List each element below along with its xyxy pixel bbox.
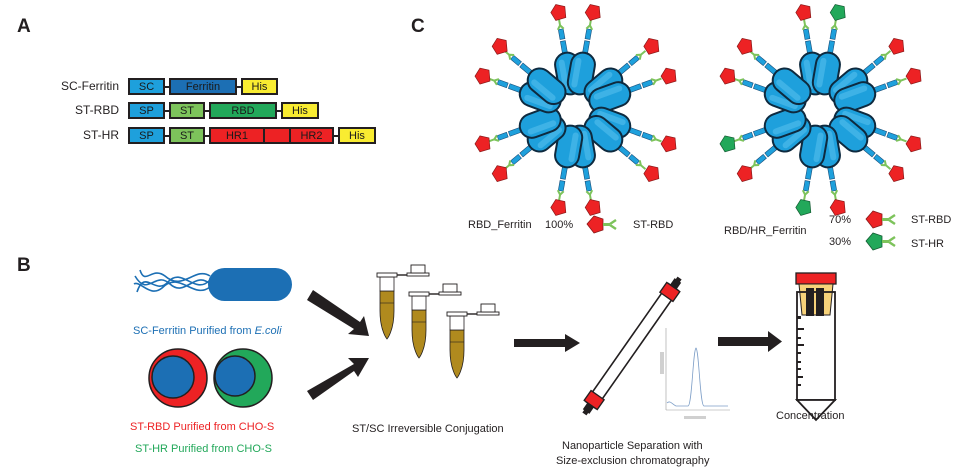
- domain-st: ST: [169, 102, 205, 119]
- arrow-to-sec: [514, 334, 580, 352]
- domain-his: His: [241, 78, 278, 95]
- ecoli-caption: SC-Ferritin Purified from E.coli: [133, 325, 282, 337]
- panel-c-label: C: [411, 16, 425, 37]
- conjugated-ligand: [474, 67, 524, 94]
- conjugated-ligand: [626, 67, 677, 94]
- rbd-percent: 70%: [829, 214, 852, 226]
- hr-percent: 30%: [829, 236, 852, 248]
- domain-st: ST: [169, 127, 205, 144]
- domain-linker: [334, 135, 338, 137]
- microcentrifuge-tube: [376, 264, 430, 340]
- ecoli-species: E.coli: [254, 325, 282, 337]
- domain-hr1: HR1: [209, 127, 265, 144]
- conjugated-ligand: [581, 4, 601, 56]
- domain-hr2: HR2: [289, 127, 334, 144]
- construct-label: SC-Ferritin: [60, 79, 119, 93]
- ferritin-subunit: [771, 67, 812, 106]
- microcentrifuge-tube: [408, 283, 462, 359]
- conjugated-ligand: [826, 4, 846, 56]
- conjugated-ligand: [719, 67, 769, 94]
- conjugated-ligand: [795, 164, 814, 216]
- conjugation-caption: ST/SC Irreversible Conjugation: [352, 423, 504, 435]
- st-rbd-legend-icon: [586, 215, 617, 234]
- panel-a-label: A: [17, 16, 31, 37]
- workflow-diagram: [133, 264, 838, 422]
- domain-sp: SP: [128, 102, 165, 119]
- ecoli-caption-text: SC-Ferritin Purified from: [133, 325, 255, 337]
- arrow-to-concentration: [718, 331, 782, 352]
- domain-linker: [277, 110, 281, 112]
- chromatogram-inset: [660, 328, 730, 419]
- sec-caption-line2: Size-exclusion chromatography: [556, 455, 710, 467]
- rbd-ferritin-ligand: ST-RBD: [633, 219, 674, 231]
- domain-ferritin: Ferritin: [169, 78, 237, 95]
- conjugated-ligand: [826, 164, 846, 216]
- ecoli-icon: [133, 268, 292, 301]
- conjugated-ligand: [795, 4, 814, 56]
- concentration-caption: Concentration: [776, 410, 845, 422]
- rbd-hr-ferritin-label: RBD/HR_Ferritin: [724, 225, 807, 237]
- rbd-ferritin-percent: 100%: [545, 219, 574, 231]
- domain-linker: [165, 135, 169, 137]
- rbd-hr-ferritin-particle: [719, 4, 922, 216]
- rbd-caption: ST-RBD Purified from CHO-S: [130, 421, 275, 433]
- hr-caption: ST-HR Purified from CHO-S: [135, 443, 272, 455]
- domain-his: His: [338, 127, 376, 144]
- construct-label: ST-RBD: [74, 103, 119, 117]
- ferritin-nanoparticles: [474, 4, 922, 216]
- domain-linker: [205, 135, 209, 137]
- domain-linker: [205, 110, 209, 112]
- domain-hr-spacer: [263, 127, 291, 144]
- construct-label: ST-HR: [83, 128, 119, 142]
- particle-core: [562, 97, 588, 123]
- domain-sc: SC: [128, 78, 165, 95]
- conjugated-ligand: [719, 126, 769, 153]
- st-hr-ligand: ST-HR: [911, 238, 944, 250]
- sec-column-icon: [582, 276, 682, 416]
- conjugated-ligand: [626, 126, 677, 153]
- panel-b-label: B: [17, 255, 31, 276]
- conjugated-ligand: [871, 126, 922, 153]
- conjugated-ligand: [550, 164, 569, 216]
- st-hr-legend-icon: [865, 232, 896, 251]
- conjugated-ligand: [615, 143, 660, 183]
- ferritin-subunit: [583, 114, 624, 153]
- domain-linker: [165, 110, 169, 112]
- domain-linker: [165, 86, 169, 88]
- cho-rbd-cell-icon: [148, 348, 208, 408]
- st-rbd-ligand: ST-RBD: [911, 214, 952, 226]
- ferritin-subunit: [518, 106, 562, 139]
- cho-hr-cell-icon: [213, 348, 273, 408]
- conjugated-ligand: [550, 4, 569, 56]
- microcentrifuge-tube: [446, 303, 500, 379]
- rbd-ferritin-particle: [474, 4, 677, 216]
- conjugated-ligand: [871, 67, 922, 94]
- domain-sp: SP: [128, 127, 165, 144]
- particle-core: [807, 97, 833, 123]
- ferritin-subunit: [763, 106, 807, 139]
- conjugation-tubes: [376, 264, 500, 379]
- st-rbd-legend-icon: [865, 210, 896, 229]
- domain-his: His: [281, 102, 319, 119]
- rbd-ferritin-label: RBD_Ferritin: [468, 219, 532, 231]
- domain-rbd: RBD: [209, 102, 277, 119]
- ferritin-subunit: [828, 114, 869, 153]
- ferritin-subunit: [526, 67, 567, 106]
- sec-caption-line1: Nanoparticle Separation with: [562, 440, 703, 452]
- conjugated-ligand: [581, 164, 601, 216]
- concentrator-tube-icon: [794, 272, 838, 422]
- ferritin-subunit: [833, 81, 877, 114]
- domain-linker: [237, 86, 241, 88]
- conjugated-ligand: [474, 126, 524, 153]
- ferritin-subunit: [588, 81, 632, 114]
- merge-arrows: [307, 290, 369, 400]
